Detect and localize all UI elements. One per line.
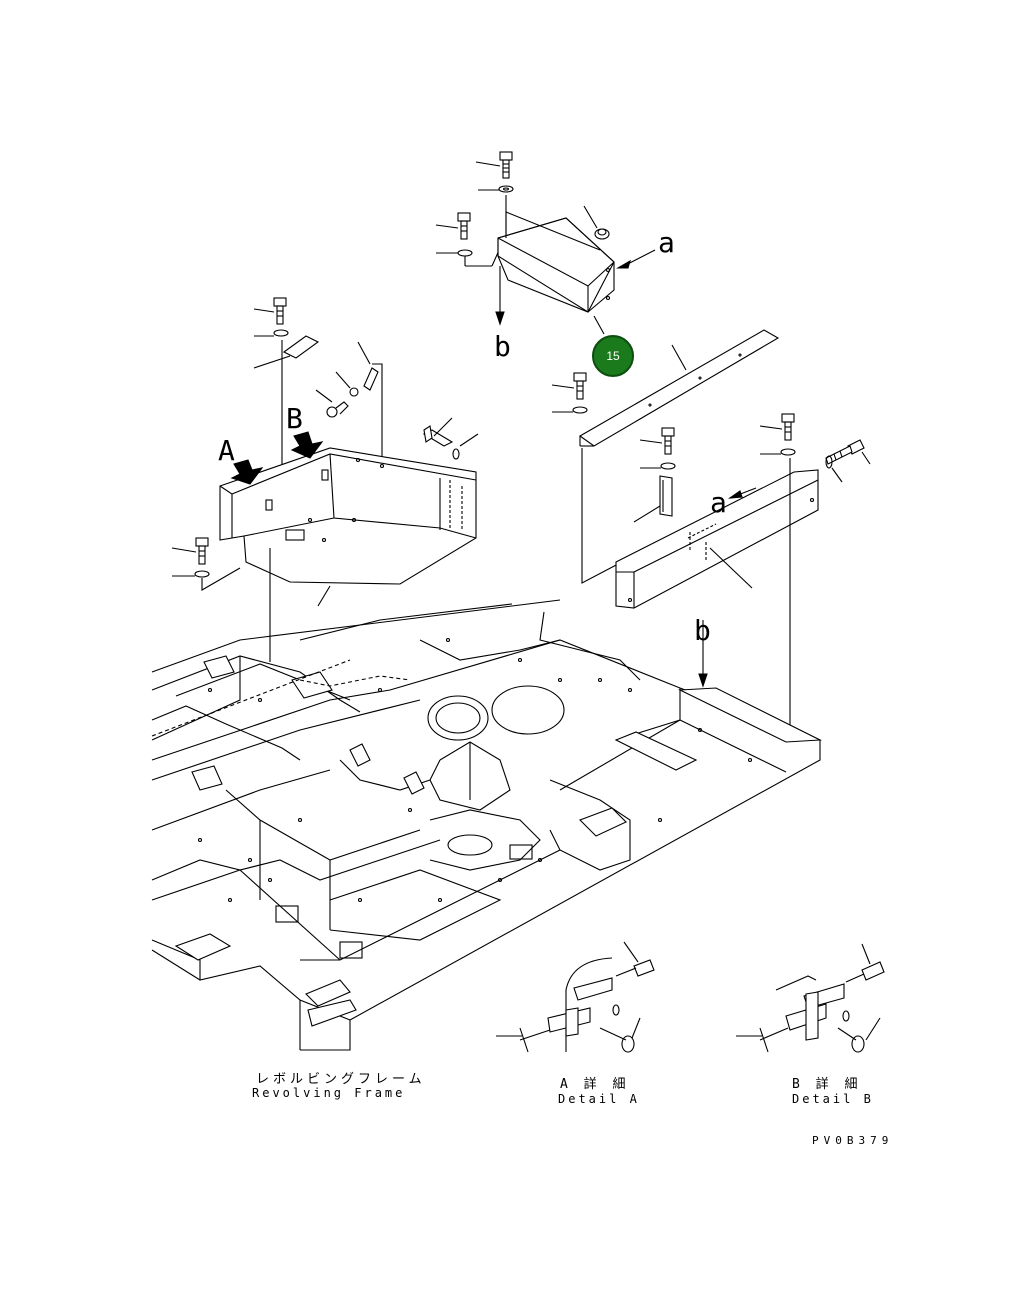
detail-b-caption-jp: B 詳 細	[792, 1077, 862, 1092]
top-washer-1	[478, 185, 514, 193]
detail-a-drawing	[496, 941, 655, 1053]
ref-a-right-label: a	[710, 486, 727, 519]
top-bolt-2	[435, 212, 471, 240]
ref-b-frame-label: b	[694, 614, 711, 647]
cover-grommet	[583, 205, 610, 240]
rear-bolt-1	[759, 413, 796, 456]
rear-cover	[581, 448, 819, 609]
bracket-bolt	[639, 427, 676, 470]
long-plate	[578, 329, 780, 447]
part-callout-15[interactable]: 15	[592, 335, 634, 377]
floor-small-plate	[253, 335, 320, 369]
frame-caption-en: Revolving Frame	[252, 1086, 406, 1100]
ref-a-top-label: a	[658, 226, 675, 259]
floor-bolt-low	[171, 537, 241, 591]
view-arrow-a-label: A	[218, 434, 235, 467]
floor-bolt-top	[253, 297, 289, 337]
ref-b-top-label: b	[494, 330, 511, 363]
rear-bolt-2	[825, 439, 871, 483]
detail-a-caption-jp: A 詳 細	[560, 1077, 630, 1092]
cover-bracket	[633, 475, 673, 523]
plate-bolt	[551, 372, 588, 414]
detail-b-caption-en: Detail B	[792, 1092, 874, 1106]
floor-side-bolt	[422, 417, 479, 460]
part-callout-number: 15	[606, 349, 620, 363]
top-bolt-1	[475, 151, 513, 179]
floor-pin	[315, 341, 383, 468]
view-arrow-b-label: B	[286, 402, 303, 435]
battery-cover	[497, 211, 615, 313]
frame-caption-jp: レボルビングフレーム	[256, 1072, 426, 1087]
top-washer-2	[436, 247, 501, 267]
drawing-code: PV0B379	[812, 1134, 894, 1147]
revolving-frame	[151, 599, 823, 1051]
detail-a-caption-en: Detail A	[558, 1092, 640, 1106]
detail-b-drawing	[736, 943, 885, 1053]
floor-pan	[219, 447, 477, 607]
